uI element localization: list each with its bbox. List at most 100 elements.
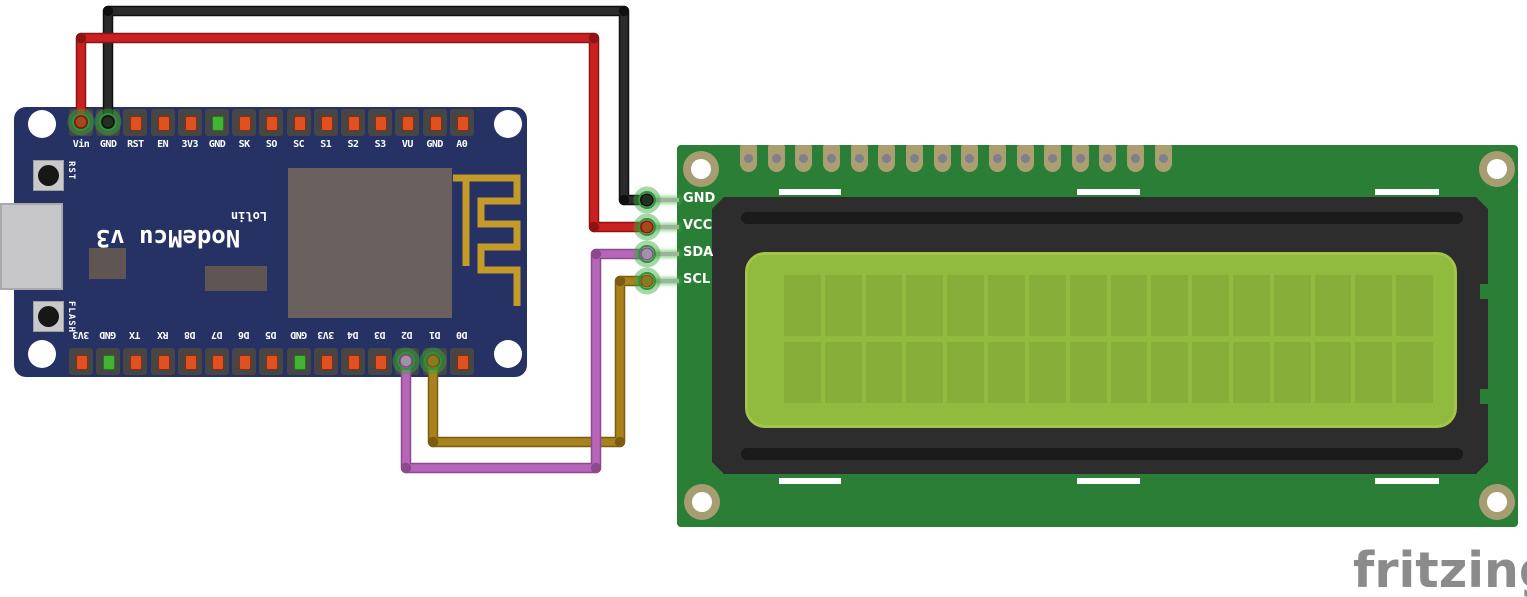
character-cell [784, 342, 821, 403]
nodemcu-pin-d2[interactable] [395, 348, 420, 375]
nodemcu-pin-d7[interactable] [205, 348, 229, 375]
wire-bendpoint[interactable] [400, 462, 412, 474]
nodemcu-pin-sc[interactable] [286, 109, 311, 136]
nodemcu-pin-d5[interactable] [259, 348, 284, 375]
character-cell [988, 275, 1025, 336]
usb-connector [0, 203, 63, 290]
lcd-header-pin[interactable] [1071, 145, 1089, 172]
nodemcu-pin-gnd[interactable] [96, 109, 121, 136]
character-cell [1069, 275, 1107, 336]
silkscreen-mark [1077, 189, 1140, 195]
nodemcu-pin-d8[interactable] [177, 348, 202, 375]
nodemcu-pin-rx[interactable] [150, 348, 175, 375]
bezel-notch [1480, 389, 1489, 404]
lcd-pin-lead-scl[interactable] [639, 279, 679, 283]
lcd-header-pin[interactable] [988, 145, 1006, 172]
silkscreen-mark [779, 189, 841, 195]
character-cell [1355, 342, 1393, 403]
nodemcu-pin-s2[interactable] [341, 109, 365, 136]
nodemcu-pin-gnd[interactable] [422, 109, 447, 136]
pin-contact [266, 116, 279, 131]
wire-bendpoint[interactable] [590, 248, 602, 260]
nodemcu-pin-gnd[interactable] [96, 348, 121, 375]
wire-bendpoint[interactable] [618, 5, 630, 17]
wire-bendpoint[interactable] [102, 5, 114, 17]
nodemcu-pin-3v3[interactable] [313, 348, 338, 375]
wire-bendpoint[interactable] [588, 32, 600, 44]
nodemcu-pin-rst[interactable] [123, 109, 148, 136]
nodemcu-pin-gnd[interactable] [205, 109, 229, 136]
mounting-hole [1479, 151, 1515, 187]
flash-button-cap [38, 306, 59, 327]
nodemcu-pin-vin[interactable] [69, 109, 93, 136]
lcd-pin-lead-gnd[interactable] [639, 198, 679, 202]
lcd-header-pin[interactable] [1099, 145, 1117, 172]
lcd-header-pin[interactable] [878, 145, 896, 172]
lcd-header-pin[interactable] [1044, 145, 1062, 172]
character-cell [1314, 342, 1352, 403]
lcd-pin-lead-sda[interactable] [639, 252, 679, 256]
pin-hole [771, 154, 781, 163]
lcd-header-pin[interactable] [740, 145, 757, 172]
wire-bendpoint[interactable] [590, 462, 602, 474]
nodemcu-pin-d6[interactable] [232, 348, 257, 375]
nodemcu-pin-s3[interactable] [368, 109, 393, 136]
pin-label: A0 [456, 139, 468, 150]
nodemcu-pin-gnd[interactable] [286, 348, 311, 375]
nodemcu-pin-vu[interactable] [395, 109, 420, 136]
nodemcu-pin-d1[interactable] [422, 348, 447, 375]
pin-hole [1048, 154, 1058, 163]
character-cell [1232, 275, 1270, 336]
nodemcu-pin-3v3[interactable] [177, 109, 202, 136]
lcd-header-pin[interactable] [822, 145, 840, 172]
lcd-header-pin[interactable] [961, 145, 979, 172]
pin-contact [429, 116, 442, 131]
wire-bendpoint[interactable] [618, 194, 630, 206]
wire-bendpoint[interactable] [427, 436, 439, 448]
board-subtitle: Lolin [230, 209, 268, 223]
silkscreen-mark [1375, 189, 1439, 195]
lcd-header-pin[interactable] [933, 145, 951, 172]
nodemcu-pin-d0[interactable] [449, 348, 474, 375]
pin-hole [854, 154, 864, 163]
nodemcu-pin-en[interactable] [150, 109, 175, 136]
pin-hole [100, 114, 117, 130]
nodemcu-pin-sk[interactable] [232, 109, 257, 136]
nodemcu-pin-d4[interactable] [341, 348, 365, 375]
pin-hole [937, 154, 947, 163]
pin-contact [293, 116, 306, 131]
lcd-header-pin[interactable] [795, 145, 813, 172]
lcd-header-pin[interactable] [1154, 145, 1172, 172]
wire-bendpoint[interactable] [588, 221, 600, 233]
mounting-hole-center [692, 492, 712, 512]
pin-contact [375, 355, 388, 370]
nodemcu-pin-so[interactable] [259, 109, 284, 136]
mounting-hole-center [1487, 159, 1507, 179]
pin-contact [157, 355, 170, 370]
nodemcu-pin-d3[interactable] [368, 348, 393, 375]
lcd-pin-lead-vcc[interactable] [639, 225, 679, 229]
lcd-header-pin[interactable] [767, 145, 785, 172]
character-cell [1151, 342, 1189, 403]
mounting-hole [28, 110, 56, 138]
pcb-antenna-icon [453, 174, 521, 306]
rst-button-label: RST [66, 161, 76, 181]
nodemcu-pin-a0[interactable] [449, 109, 474, 136]
nodemcu-pin-tx[interactable] [123, 348, 148, 375]
lcd-header-pin[interactable] [1016, 145, 1034, 172]
nodemcu-pin-3v3[interactable] [69, 348, 93, 375]
nodemcu-pin-s1[interactable] [313, 109, 338, 136]
wire-bendpoint[interactable] [75, 32, 87, 44]
pin-hole [399, 353, 416, 369]
pin-contact [239, 116, 252, 131]
lcd-header-pin[interactable] [850, 145, 868, 172]
wire-bendpoint[interactable] [614, 275, 626, 287]
character-cell [1273, 275, 1311, 336]
wire-bendpoint[interactable] [614, 436, 626, 448]
character-cell [1151, 275, 1189, 336]
rst-button [33, 160, 64, 191]
lcd-header-pin[interactable] [1127, 145, 1145, 172]
lcd-header-pin[interactable] [905, 145, 923, 172]
